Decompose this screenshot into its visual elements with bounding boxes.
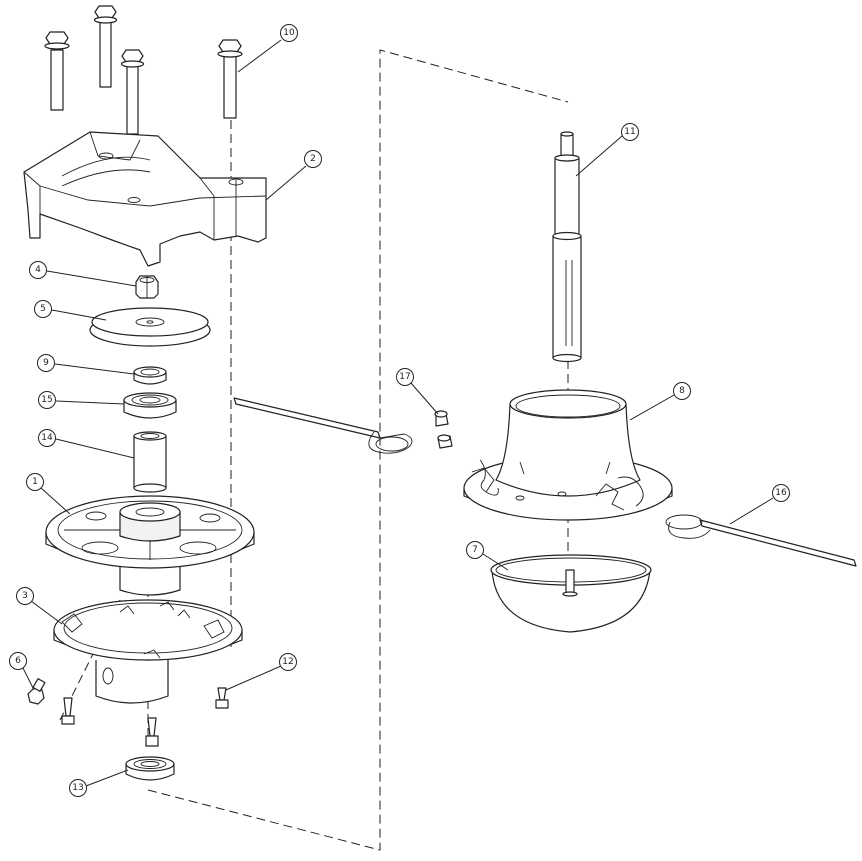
callout-13: 13 — [69, 779, 87, 797]
part-pulley-disc — [89, 307, 211, 347]
callout-13-label: 13 — [72, 783, 83, 793]
callout-8-label: 8 — [679, 386, 685, 396]
callout-17-label: 17 — [399, 372, 410, 382]
callout-3-label: 3 — [22, 591, 28, 601]
callout-1-label: 1 — [32, 477, 38, 487]
callout-17: 17 — [396, 368, 414, 386]
callout-12: 12 — [279, 653, 297, 671]
callout-bubbles: 10 2 11 8 4 5 9 15 — [9, 24, 790, 797]
callout-5-label: 5 — [40, 304, 46, 314]
part-bearing-upper — [123, 392, 177, 419]
part-grease-fitting — [27, 678, 46, 705]
callout-5: 5 — [34, 300, 52, 318]
callout-9-label: 9 — [43, 358, 49, 368]
callout-3: 3 — [16, 587, 34, 605]
part-spindle-housing — [463, 389, 673, 521]
part-bearing-lower — [125, 756, 175, 781]
callout-14-label: 14 — [41, 433, 53, 443]
callout-10-label: 10 — [283, 28, 295, 38]
callout-2-label: 2 — [310, 154, 316, 164]
part-bolts-top — [44, 5, 243, 135]
callout-1: 1 — [26, 473, 44, 491]
part-pin-rod-left — [233, 397, 413, 454]
part-spacer-ring — [133, 366, 167, 385]
callout-4: 4 — [29, 261, 47, 279]
part-clip-plate — [53, 599, 243, 704]
callout-4-label: 4 — [35, 265, 41, 275]
callout-10: 10 — [280, 24, 298, 42]
part-nut — [135, 275, 159, 299]
part-base-plate — [45, 495, 255, 596]
leader-lines — [22, 39, 774, 787]
callout-6: 6 — [9, 652, 27, 670]
part-shaft — [552, 131, 582, 363]
callout-11: 11 — [621, 123, 639, 141]
callout-12-label: 12 — [282, 657, 293, 667]
part-fittings — [434, 410, 453, 449]
callout-9: 9 — [37, 354, 55, 372]
callout-11-label: 11 — [624, 127, 635, 137]
callout-16-label: 16 — [775, 488, 787, 498]
part-pin-rod-right — [665, 514, 857, 567]
part-upper-housing — [23, 131, 267, 267]
callout-6-label: 6 — [15, 656, 21, 666]
callout-2: 2 — [304, 150, 322, 168]
callout-7: 7 — [466, 541, 484, 559]
callout-7-label: 7 — [472, 545, 478, 555]
callout-15: 15 — [38, 391, 56, 409]
callout-14: 14 — [38, 429, 56, 447]
callout-8: 8 — [673, 382, 691, 400]
part-bowl — [490, 554, 652, 633]
callout-15-label: 15 — [41, 395, 52, 405]
part-sleeve-tube — [133, 431, 167, 493]
callout-16: 16 — [772, 484, 790, 502]
part-screws — [61, 687, 229, 747]
